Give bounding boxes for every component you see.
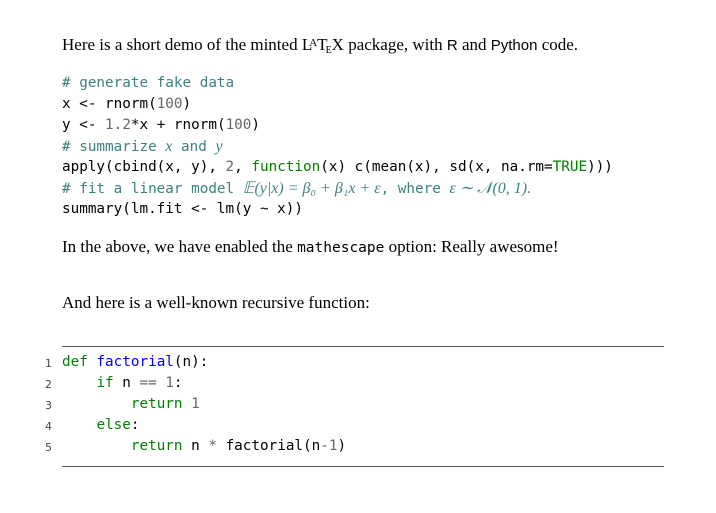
code-number: 1.2 bbox=[105, 117, 131, 133]
code-line: def factorial(n): bbox=[62, 352, 346, 373]
text: Here is a short demo of the minted bbox=[62, 35, 302, 54]
recursive-paragraph: And here is a well-known recursive funct… bbox=[62, 293, 370, 312]
text: option: Really awesome! bbox=[384, 237, 559, 256]
code-number: 1 bbox=[328, 438, 338, 454]
code-keyword: else bbox=[96, 417, 131, 433]
text: and bbox=[457, 35, 491, 54]
code-token bbox=[62, 438, 131, 454]
code-comment: and bbox=[172, 139, 216, 155]
code-token: : bbox=[173, 375, 183, 391]
code-token: - bbox=[320, 438, 329, 454]
code-line: return n * factorial(n-1) bbox=[62, 436, 346, 457]
code-number: 1 bbox=[191, 396, 200, 412]
code-token: n bbox=[182, 438, 209, 454]
line-number: 5 bbox=[45, 441, 52, 454]
code-token: (x) c(mean(x), sd(x, na.rm= bbox=[320, 159, 553, 175]
intro-paragraph: Here is a short demo of the minted LATEX… bbox=[62, 35, 578, 56]
code-line: else: bbox=[62, 415, 346, 436]
line-number: 1 bbox=[45, 357, 52, 370]
code-keyword: TRUE bbox=[552, 159, 588, 175]
code-token: n bbox=[113, 375, 140, 391]
code-line: # summarize x and y bbox=[62, 136, 613, 157]
code-function-name: factorial bbox=[96, 354, 174, 370]
code-keyword: if bbox=[96, 375, 114, 391]
code-comment: # generate fake data bbox=[62, 75, 235, 91]
code-line: summary(lm.fit <- lm(y ~ x)) bbox=[62, 199, 613, 220]
code-line: apply(cbind(x, y), 2, function(x) c(mean… bbox=[62, 157, 613, 178]
code-token: ))) bbox=[587, 159, 613, 175]
code-keyword: function bbox=[251, 159, 321, 175]
code-token: , bbox=[234, 159, 252, 175]
line-number: 3 bbox=[45, 399, 52, 412]
top-rule bbox=[62, 346, 664, 347]
code-line: # fit a linear model 𝔼(y|x) = β₀ + β₁x +… bbox=[62, 178, 613, 199]
code-line: return 1 bbox=[62, 394, 346, 415]
code-token bbox=[183, 396, 192, 412]
code-line: x <- rnorm(100) bbox=[62, 94, 613, 115]
code-number: 100 bbox=[225, 117, 252, 133]
code-comment: , where bbox=[380, 181, 450, 197]
code-token bbox=[62, 396, 131, 412]
code-token: : bbox=[130, 417, 140, 433]
code-keyword: def bbox=[62, 354, 88, 370]
latex-logo: LATEX bbox=[301, 35, 344, 56]
line-number: 4 bbox=[45, 420, 52, 433]
code-token: * bbox=[208, 438, 217, 454]
python-code-block: def factorial(n): if n == 1: return 1 el… bbox=[62, 352, 346, 457]
code-keyword: return bbox=[130, 396, 183, 412]
code-token: x <- rnorm( bbox=[62, 96, 157, 112]
code-token: y <- bbox=[62, 117, 106, 133]
line-number: 2 bbox=[45, 378, 52, 391]
text: code. bbox=[537, 35, 579, 54]
code-number: 100 bbox=[156, 96, 183, 112]
code-token: == bbox=[139, 375, 157, 391]
code-number: 2 bbox=[225, 159, 235, 175]
code-keyword: return bbox=[130, 438, 183, 454]
python-label: Python bbox=[490, 37, 538, 54]
code-token bbox=[62, 375, 96, 391]
code-token: ) bbox=[251, 117, 260, 133]
r-label: R bbox=[446, 37, 458, 54]
bottom-rule bbox=[62, 466, 664, 467]
code-token: (n): bbox=[173, 354, 209, 370]
text: In the above, we have enabled the bbox=[62, 237, 298, 256]
code-line: if n == 1: bbox=[62, 373, 346, 394]
code-line: # generate fake data bbox=[62, 73, 613, 94]
code-comment: x bbox=[165, 138, 173, 155]
code-comment: 𝔼(y|x) = β₀ + β₁x + ε bbox=[242, 180, 381, 197]
option-name: mathescape bbox=[297, 240, 385, 256]
code-comment: # summarize bbox=[62, 139, 166, 155]
code-number: 1 bbox=[165, 375, 174, 391]
text: package, with bbox=[343, 35, 447, 54]
code-comment: # fit a linear model bbox=[62, 181, 243, 197]
code-token: factorial(n bbox=[216, 438, 321, 454]
code-token: *x + rnorm( bbox=[130, 117, 226, 133]
code-token: summary(lm.fit <- lm(y ~ x)) bbox=[62, 201, 304, 217]
mathescape-paragraph: In the above, we have enabled the mathes… bbox=[62, 237, 559, 257]
code-token: ) bbox=[182, 96, 192, 112]
code-line: y <- 1.2*x + rnorm(100) bbox=[62, 115, 613, 136]
code-token: ) bbox=[337, 438, 347, 454]
code-token bbox=[62, 417, 96, 433]
code-token: apply(cbind(x, y), bbox=[62, 159, 226, 175]
code-comment: ε ∼ 𝒩(0, 1). bbox=[449, 180, 532, 197]
code-comment: y bbox=[215, 138, 223, 155]
